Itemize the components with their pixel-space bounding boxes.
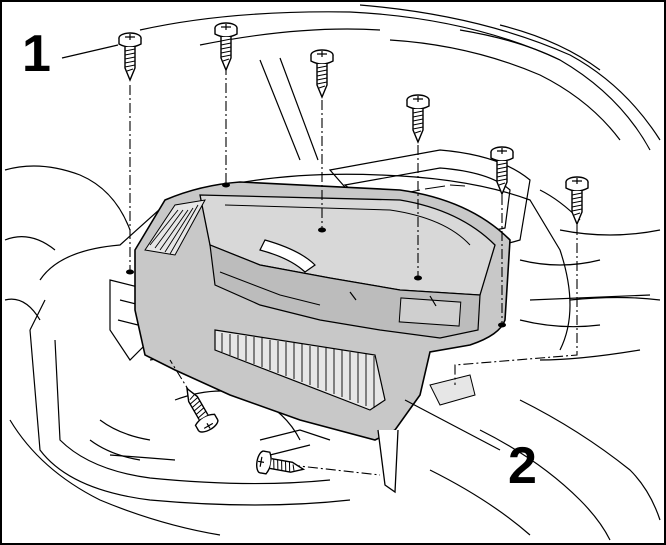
trim-panel xyxy=(134,181,511,494)
callout-number-1: 1 xyxy=(22,25,51,83)
mounting-holes xyxy=(126,182,506,328)
leader-lines xyxy=(129,65,578,476)
car-body-outline xyxy=(4,4,661,541)
callout-number-2: 2 xyxy=(508,437,537,495)
callout-leaders xyxy=(61,44,501,451)
